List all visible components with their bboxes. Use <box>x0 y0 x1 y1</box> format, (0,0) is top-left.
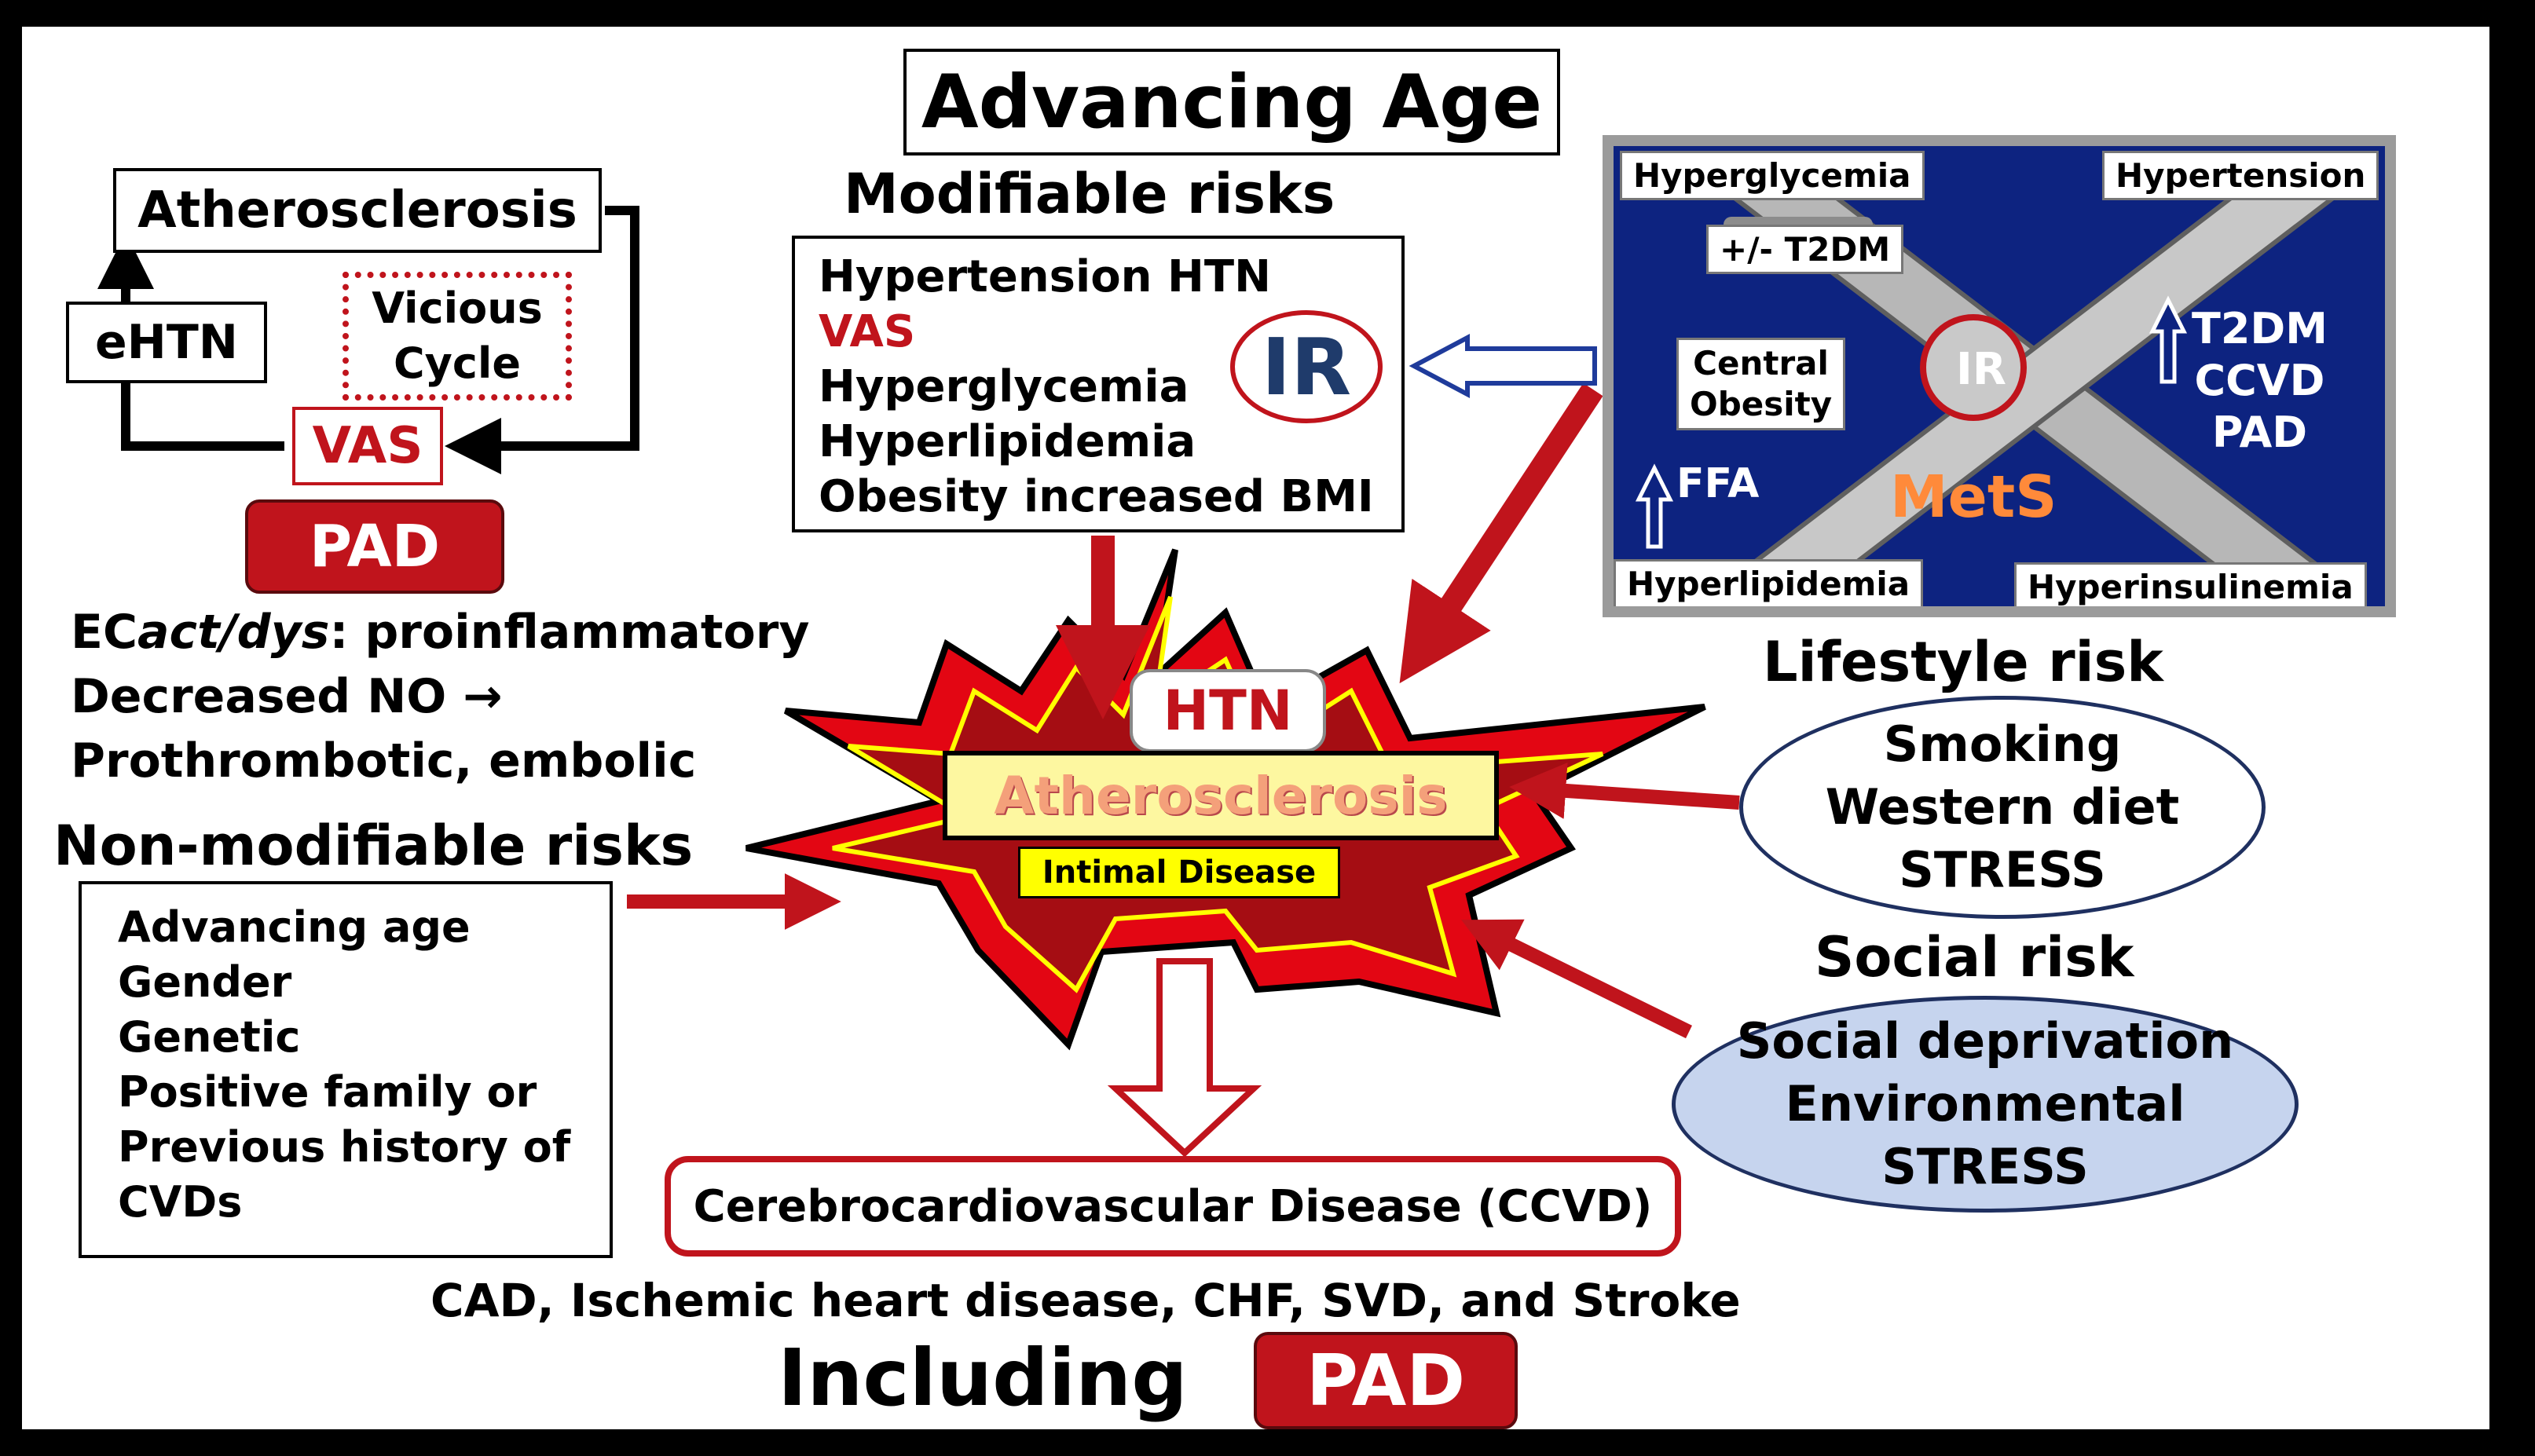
vas-box: VAS <box>292 407 443 485</box>
ec-line-2: Decreased NO → <box>71 669 503 724</box>
mets-t2dm: +/- T2DM <box>1706 225 1904 274</box>
cycle-arrow-right <box>445 206 639 474</box>
ccvd-box: Cerebrocardiovascular Disease (CCVD) <box>665 1156 1681 1257</box>
ec-italic: act/dys <box>137 605 330 660</box>
non-modifiable-box: Advancing age Gender Genetic Positive fa… <box>79 881 613 1258</box>
ec-line-3: Prothrombotic, embolic <box>71 733 697 788</box>
center-intimal: Intimal Disease <box>1018 847 1340 898</box>
including-pad-badge: PAD <box>1254 1332 1518 1429</box>
arrow-social-to-center <box>1461 919 1692 1039</box>
risk-item: CVDs <box>118 1177 243 1227</box>
arrow-mets-to-center <box>1399 382 1603 684</box>
arrow-mets-to-ir <box>1409 334 1597 398</box>
vicious-label: Vicious <box>372 284 543 333</box>
social-ellipse: Social deprivation Environmental STRESS <box>1672 996 2299 1213</box>
risk-item: Hyperglycemia <box>819 361 1189 412</box>
risk-item: VAS <box>819 306 916 357</box>
mets-central-obesity: Central Obesity <box>1676 338 1846 430</box>
mets-right-list: T2DM CCVD PAD <box>2192 303 2328 459</box>
mets-right-ccvd: CCVD <box>2194 356 2325 405</box>
social-item: STRESS <box>1881 1138 2089 1195</box>
mets-right-pad: PAD <box>2211 408 2308 457</box>
page-title: Advancing Age <box>903 49 1560 155</box>
mets-hyperlipidemia: Hyperlipidemia <box>1614 559 1924 606</box>
modifiable-heading: Modifiable risks <box>844 162 1335 226</box>
center-atherosclerosis: Atherosclerosis <box>943 751 1499 840</box>
mets-hyperinsulinemia: Hyperinsulinemia <box>2014 562 2367 606</box>
central-label: Central <box>1693 344 1829 382</box>
social-item: Environmental <box>1785 1075 2185 1132</box>
obesity-label: Obesity <box>1690 385 1833 423</box>
vicious-cycle-box: Vicious Cycle <box>343 272 572 401</box>
social-item: Social deprivation <box>1736 1012 2234 1070</box>
risk-item: Positive family or <box>118 1067 537 1117</box>
arrow-center-to-ccvd <box>1107 958 1262 1158</box>
risk-item: Hyperlipidemia <box>819 416 1196 467</box>
non-modifiable-heading: Non-modifiable risks <box>53 814 694 878</box>
risk-item: Advancing age <box>118 902 471 952</box>
risk-item: Hypertension HTN <box>819 251 1271 302</box>
lifestyle-item: Western diet <box>1825 778 2180 836</box>
lifestyle-ellipse: Smoking Western diet STRESS <box>1739 696 2266 919</box>
mets-label: MetS <box>1890 463 2057 531</box>
lifestyle-item: STRESS <box>1899 841 2106 898</box>
risk-item: Obesity increased BMI <box>819 471 1374 522</box>
pad-badge: PAD <box>245 499 504 594</box>
arrow-lifestyle-to-center <box>1509 763 1740 819</box>
modifiable-risks-box: Hypertension HTN VAS Hyperglycemia Hyper… <box>792 236 1405 532</box>
including-label: Including <box>778 1332 1188 1424</box>
mets-right-t2dm: T2DM <box>2192 304 2328 353</box>
mets-ffa: FFA <box>1676 460 1760 507</box>
mets-panel: Hyperglycemia Hypertension +/- T2DM Cent… <box>1603 135 2396 617</box>
risk-item: Gender <box>118 957 292 1007</box>
atherosclerosis-box: Atherosclerosis <box>113 168 602 253</box>
lifestyle-item: Smoking <box>1883 715 2122 773</box>
mets-hypertension: Hypertension <box>2102 151 2379 200</box>
mets-inner: Hyperglycemia Hypertension +/- T2DM Cent… <box>1614 146 2385 606</box>
ehtn-box: eHTN <box>66 302 267 383</box>
ir-badge: IR <box>1230 310 1383 423</box>
ec-line-1: ECact/dys: proinflammatory <box>71 605 810 660</box>
mets-hyperglycemia: Hyperglycemia <box>1620 151 1925 200</box>
center-htn: HTN <box>1130 669 1326 752</box>
risk-item: Genetic <box>118 1012 301 1062</box>
outcomes-line: CAD, Ischemic heart disease, CHF, SVD, a… <box>430 1274 1741 1327</box>
social-heading: Social risk <box>1815 925 2134 990</box>
lifestyle-heading: Lifestyle risk <box>1763 630 2163 694</box>
cycle-label: Cycle <box>394 338 521 388</box>
risk-item: Previous history of <box>118 1122 571 1172</box>
